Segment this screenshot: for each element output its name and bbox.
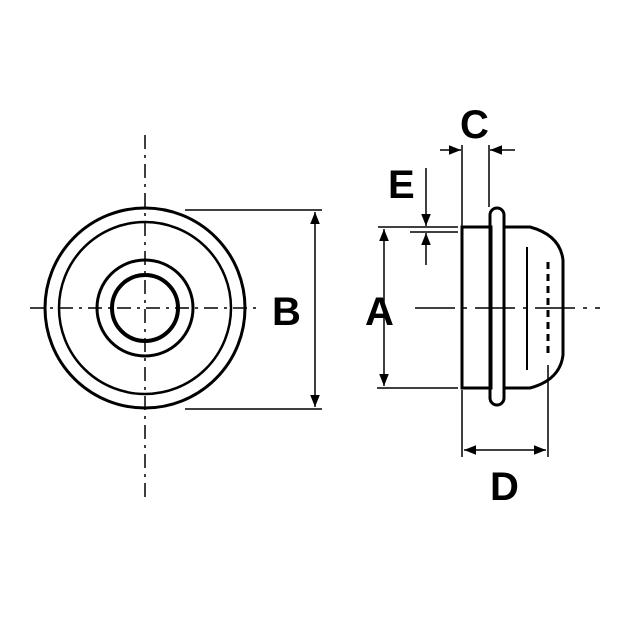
- label-c: C: [460, 103, 489, 147]
- label-e: E: [388, 163, 415, 207]
- dimension-b: [185, 209, 322, 410]
- hub-circle: [95, 258, 195, 358]
- dimension-c: [440, 145, 515, 226]
- dimension-d: [461, 365, 549, 457]
- side-view: [415, 206, 600, 407]
- outer-circle: [43, 206, 247, 410]
- flange-circle: [57, 220, 233, 396]
- dimension-e: [410, 168, 458, 265]
- dimension-a: [377, 226, 458, 389]
- label-d: D: [490, 465, 519, 509]
- dome: [504, 225, 565, 390]
- label-a: A: [365, 290, 394, 334]
- front-view: [30, 135, 262, 500]
- flange: [488, 206, 506, 407]
- label-b: B: [272, 290, 301, 334]
- bore-circle: [110, 273, 180, 343]
